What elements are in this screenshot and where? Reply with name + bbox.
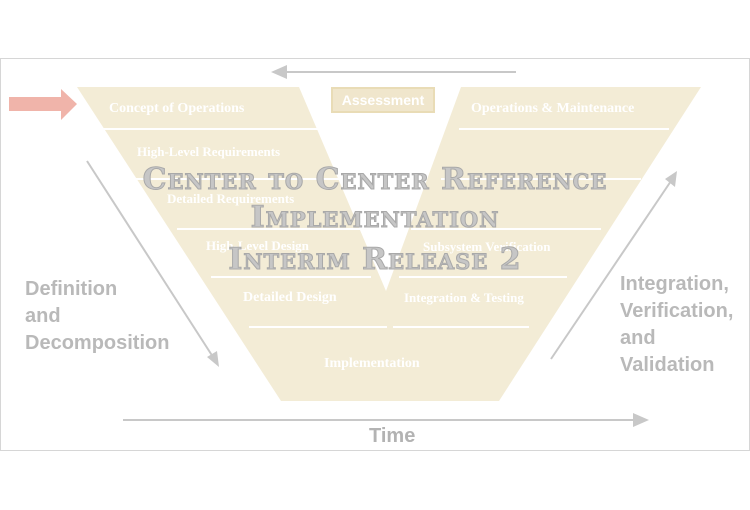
right-side-line-4: Validation [620, 354, 715, 376]
v-label-concept-of-operations: Concept of Operations [109, 101, 245, 116]
v-label-integration-testing: Integration & Testing [404, 290, 524, 305]
time-label: Time [369, 425, 416, 447]
v-label-subsystem-verification: Subsystem Verification [423, 239, 551, 254]
v-model-graphic [9, 65, 701, 427]
right-side-line-2: Verification, [620, 300, 734, 322]
title-line-2: Implementation [250, 200, 500, 236]
decomposition-arrow [86, 160, 219, 367]
v-label-high-level-design: High-Level Design [206, 238, 309, 253]
v-label-detailed-requirements: Detailed Requirements [167, 191, 295, 206]
time-arrow [123, 413, 649, 427]
v-label-detailed-design: Detailed Design [243, 290, 337, 305]
assessment-box: Assessment [331, 87, 435, 113]
right-side-line-1: Integration, [620, 273, 729, 295]
right-side-line-3: and [620, 327, 656, 349]
entry-arrow [9, 89, 77, 120]
v-dividers [91, 128, 669, 328]
integration-arrow [550, 171, 677, 360]
definition-decomposition-label: Definition and Decomposition [25, 276, 169, 357]
title-line-1: Center to Center Reference [142, 162, 608, 198]
v-shape [77, 87, 701, 401]
integration-verification-validation-label: Integration, Verification, and Validatio… [620, 271, 733, 379]
v-model-diagram: Assessment Concept of Operations High-Le… [0, 58, 750, 451]
left-side-line-3: Decomposition [25, 332, 170, 354]
v-label-operations-maintenance: Operations & Maintenance [471, 101, 635, 116]
left-side-line-2: and [25, 305, 61, 327]
left-side-line-1: Definition [25, 278, 118, 300]
assessment-arrow [271, 65, 516, 79]
title-line-3: Interim Release 2 [228, 242, 522, 278]
v-label-implementation: Implementation [324, 356, 420, 371]
v-label-high-level-requirements: High-Level Requirements [137, 144, 281, 159]
